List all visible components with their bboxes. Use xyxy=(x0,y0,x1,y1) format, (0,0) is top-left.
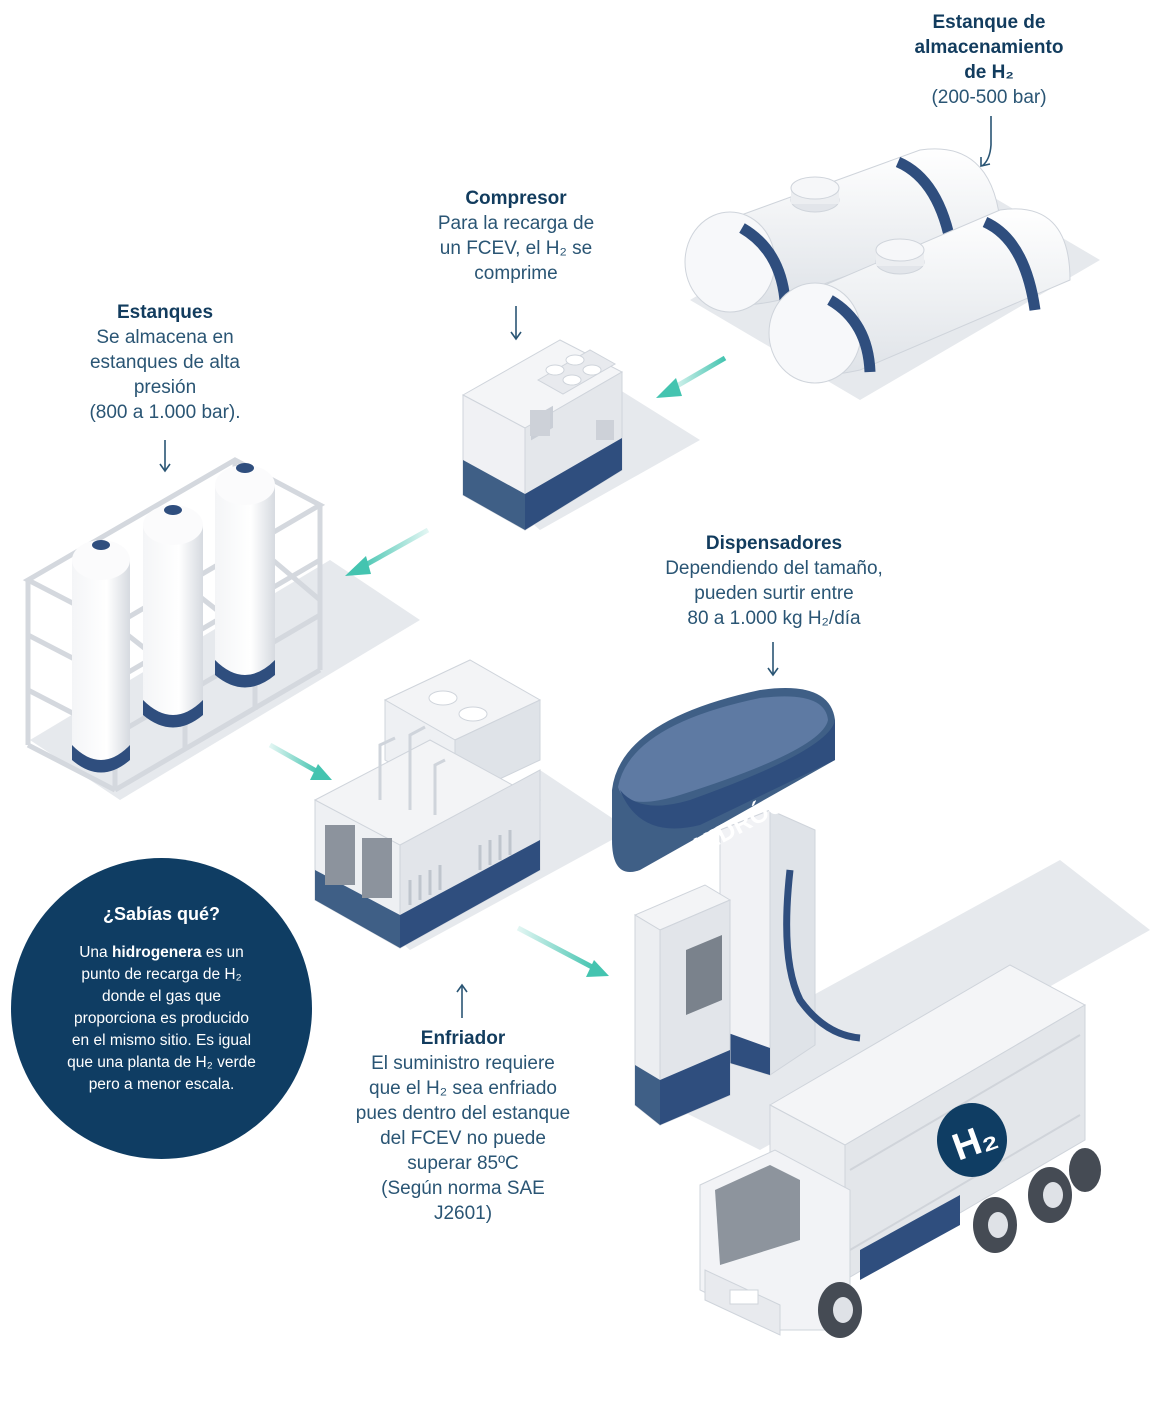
flow-arrow-tank-to-compressor xyxy=(656,355,727,398)
compressor-label: Compresor Para la recarga de un FCEV, el… xyxy=(405,186,627,286)
compressor-line-3: comprime xyxy=(474,263,558,284)
did-you-know-line-5: en el mismo sitio. Es igual xyxy=(71,1032,252,1049)
high-pressure-tanks-art xyxy=(22,457,326,793)
dispensers-title: Dispensadores xyxy=(705,533,843,554)
cooler-line-2: que el H₂ sea enfriado xyxy=(369,1078,557,1099)
compressor-title: Compresor xyxy=(465,188,567,209)
flow-arrows xyxy=(268,355,727,977)
dispensers-line-3: 80 a 1.000 kg H₂/día xyxy=(687,608,861,629)
cooler-line-4: del FCEV no puede xyxy=(380,1128,546,1149)
cooler-line-5: superar 85ºC xyxy=(407,1153,519,1174)
tanks-line-4: (800 a 1.000 bar). xyxy=(89,402,241,423)
did-you-know-line-1: Una hidrogenera es un xyxy=(79,944,244,961)
truck-art xyxy=(699,964,1101,1338)
cooler-line-3: pues dentro del estanque xyxy=(355,1103,571,1124)
flow-arrow-tanks-to-cooler xyxy=(268,742,332,780)
did-you-know-line-2: punto de recarga de H₂ xyxy=(81,966,242,983)
compressor-line-1: Para la recarga de xyxy=(437,213,595,234)
did-you-know-line-7: pero a menor escala. xyxy=(88,1076,235,1093)
cooler-title: Enfriador xyxy=(420,1028,506,1049)
did-you-know-body: Una hidrogenera es un punto de recarga d… xyxy=(41,942,282,1096)
pointer-storage-tank xyxy=(980,116,992,167)
tanks-title: Estanques xyxy=(116,302,214,323)
storage-tank-title-2: almacenamiento xyxy=(914,37,1064,58)
cooler-label: Enfriador El suministro requiere que el … xyxy=(328,1026,598,1226)
flow-arrow-cooler-to-dispenser xyxy=(516,925,609,977)
did-you-know-title: ¿Sabías qué? xyxy=(102,904,221,924)
pointer-compressor xyxy=(510,306,522,341)
pointer-tanks xyxy=(159,440,171,473)
pointer-arrows xyxy=(159,116,992,1018)
storage-tank-label: Estanque de almacenamiento de H₂ (200-50… xyxy=(884,10,1094,110)
storage-tank-pressure: (200-500 bar) xyxy=(931,87,1047,108)
tanks-line-2: estanques de alta xyxy=(89,352,240,373)
storage-tank-title-1: Estanque de xyxy=(932,12,1046,33)
cooler-line-7: J2601) xyxy=(433,1203,493,1224)
storage-tank-art xyxy=(684,148,1071,384)
dispenser-art xyxy=(612,688,861,1127)
dispensers-line-2: pueden surtir entre xyxy=(694,583,854,604)
did-you-know-line-3: donde el gas que xyxy=(102,988,221,1005)
flow-arrow-compressor-to-tanks xyxy=(345,527,430,576)
compressor-line-2: un FCEV, el H₂ se xyxy=(439,238,593,259)
pointer-dispensers xyxy=(767,642,779,677)
tanks-line-1: Se almacena en xyxy=(96,327,234,348)
did-you-know-line-6: que una planta de H₂ verde xyxy=(67,1054,256,1071)
did-you-know-line-4: proporciona es producido xyxy=(74,1010,249,1027)
cooler-art xyxy=(313,659,542,949)
cooler-line-6: (Según norma SAE xyxy=(381,1178,545,1199)
dispensers-line-1: Dependiendo del tamaño, xyxy=(665,558,883,579)
dispensers-label: Dispensadores Dependiendo del tamaño, pu… xyxy=(630,531,918,631)
tanks-line-3: presión xyxy=(133,377,197,398)
pointer-cooler xyxy=(456,983,468,1018)
did-you-know-bubble: ¿Sabías qué? Una hidrogenera es un punto… xyxy=(11,858,312,1159)
tanks-label: Estanques Se almacena en estanques de al… xyxy=(58,300,272,425)
cooler-line-1: El suministro requiere xyxy=(371,1053,555,1074)
compressor-art xyxy=(461,339,624,531)
storage-tank-title-3: de H₂ xyxy=(964,62,1014,83)
